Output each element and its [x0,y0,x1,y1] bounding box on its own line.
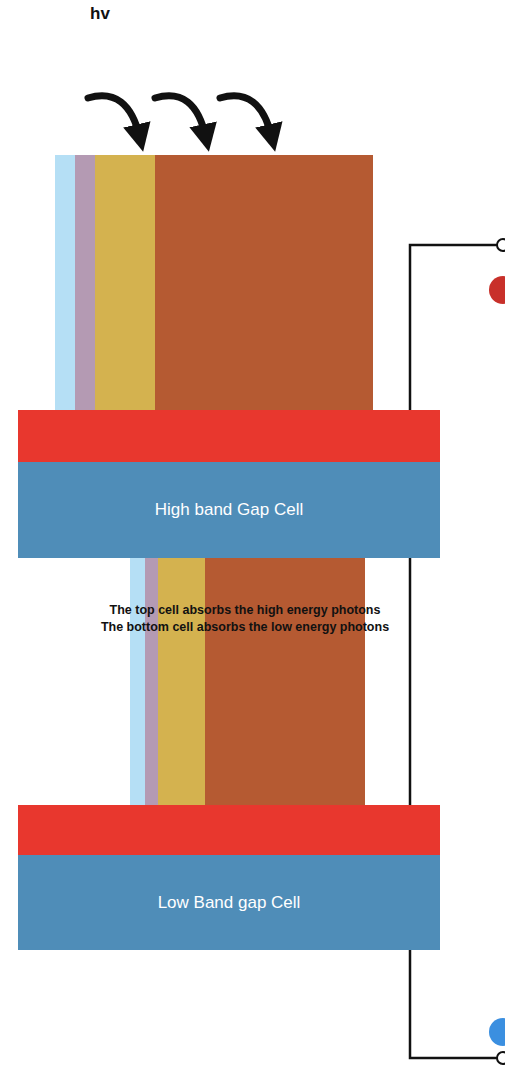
photon-label: hv [90,4,110,24]
wire-terminal [497,1052,505,1064]
negative-terminal [489,1018,505,1046]
photon-arrows [88,96,272,138]
cell-label: High band Gap Cell [155,500,303,520]
note-text: The top cell absorbs the high energy pho… [110,603,381,617]
cell-label: Low Band gap Cell [158,893,301,913]
positive-terminal [489,276,505,304]
note-text: The bottom cell absorbs the low energy p… [101,620,389,634]
contact-layer [18,805,440,856]
cell-band: Low Band gap Cell [18,855,440,950]
bottom-cell-layers [130,556,365,808]
wire-terminal [497,239,505,251]
top-cell-layers [55,155,373,413]
contact-layer [18,410,440,463]
cell-band: High band Gap Cell [18,462,440,558]
